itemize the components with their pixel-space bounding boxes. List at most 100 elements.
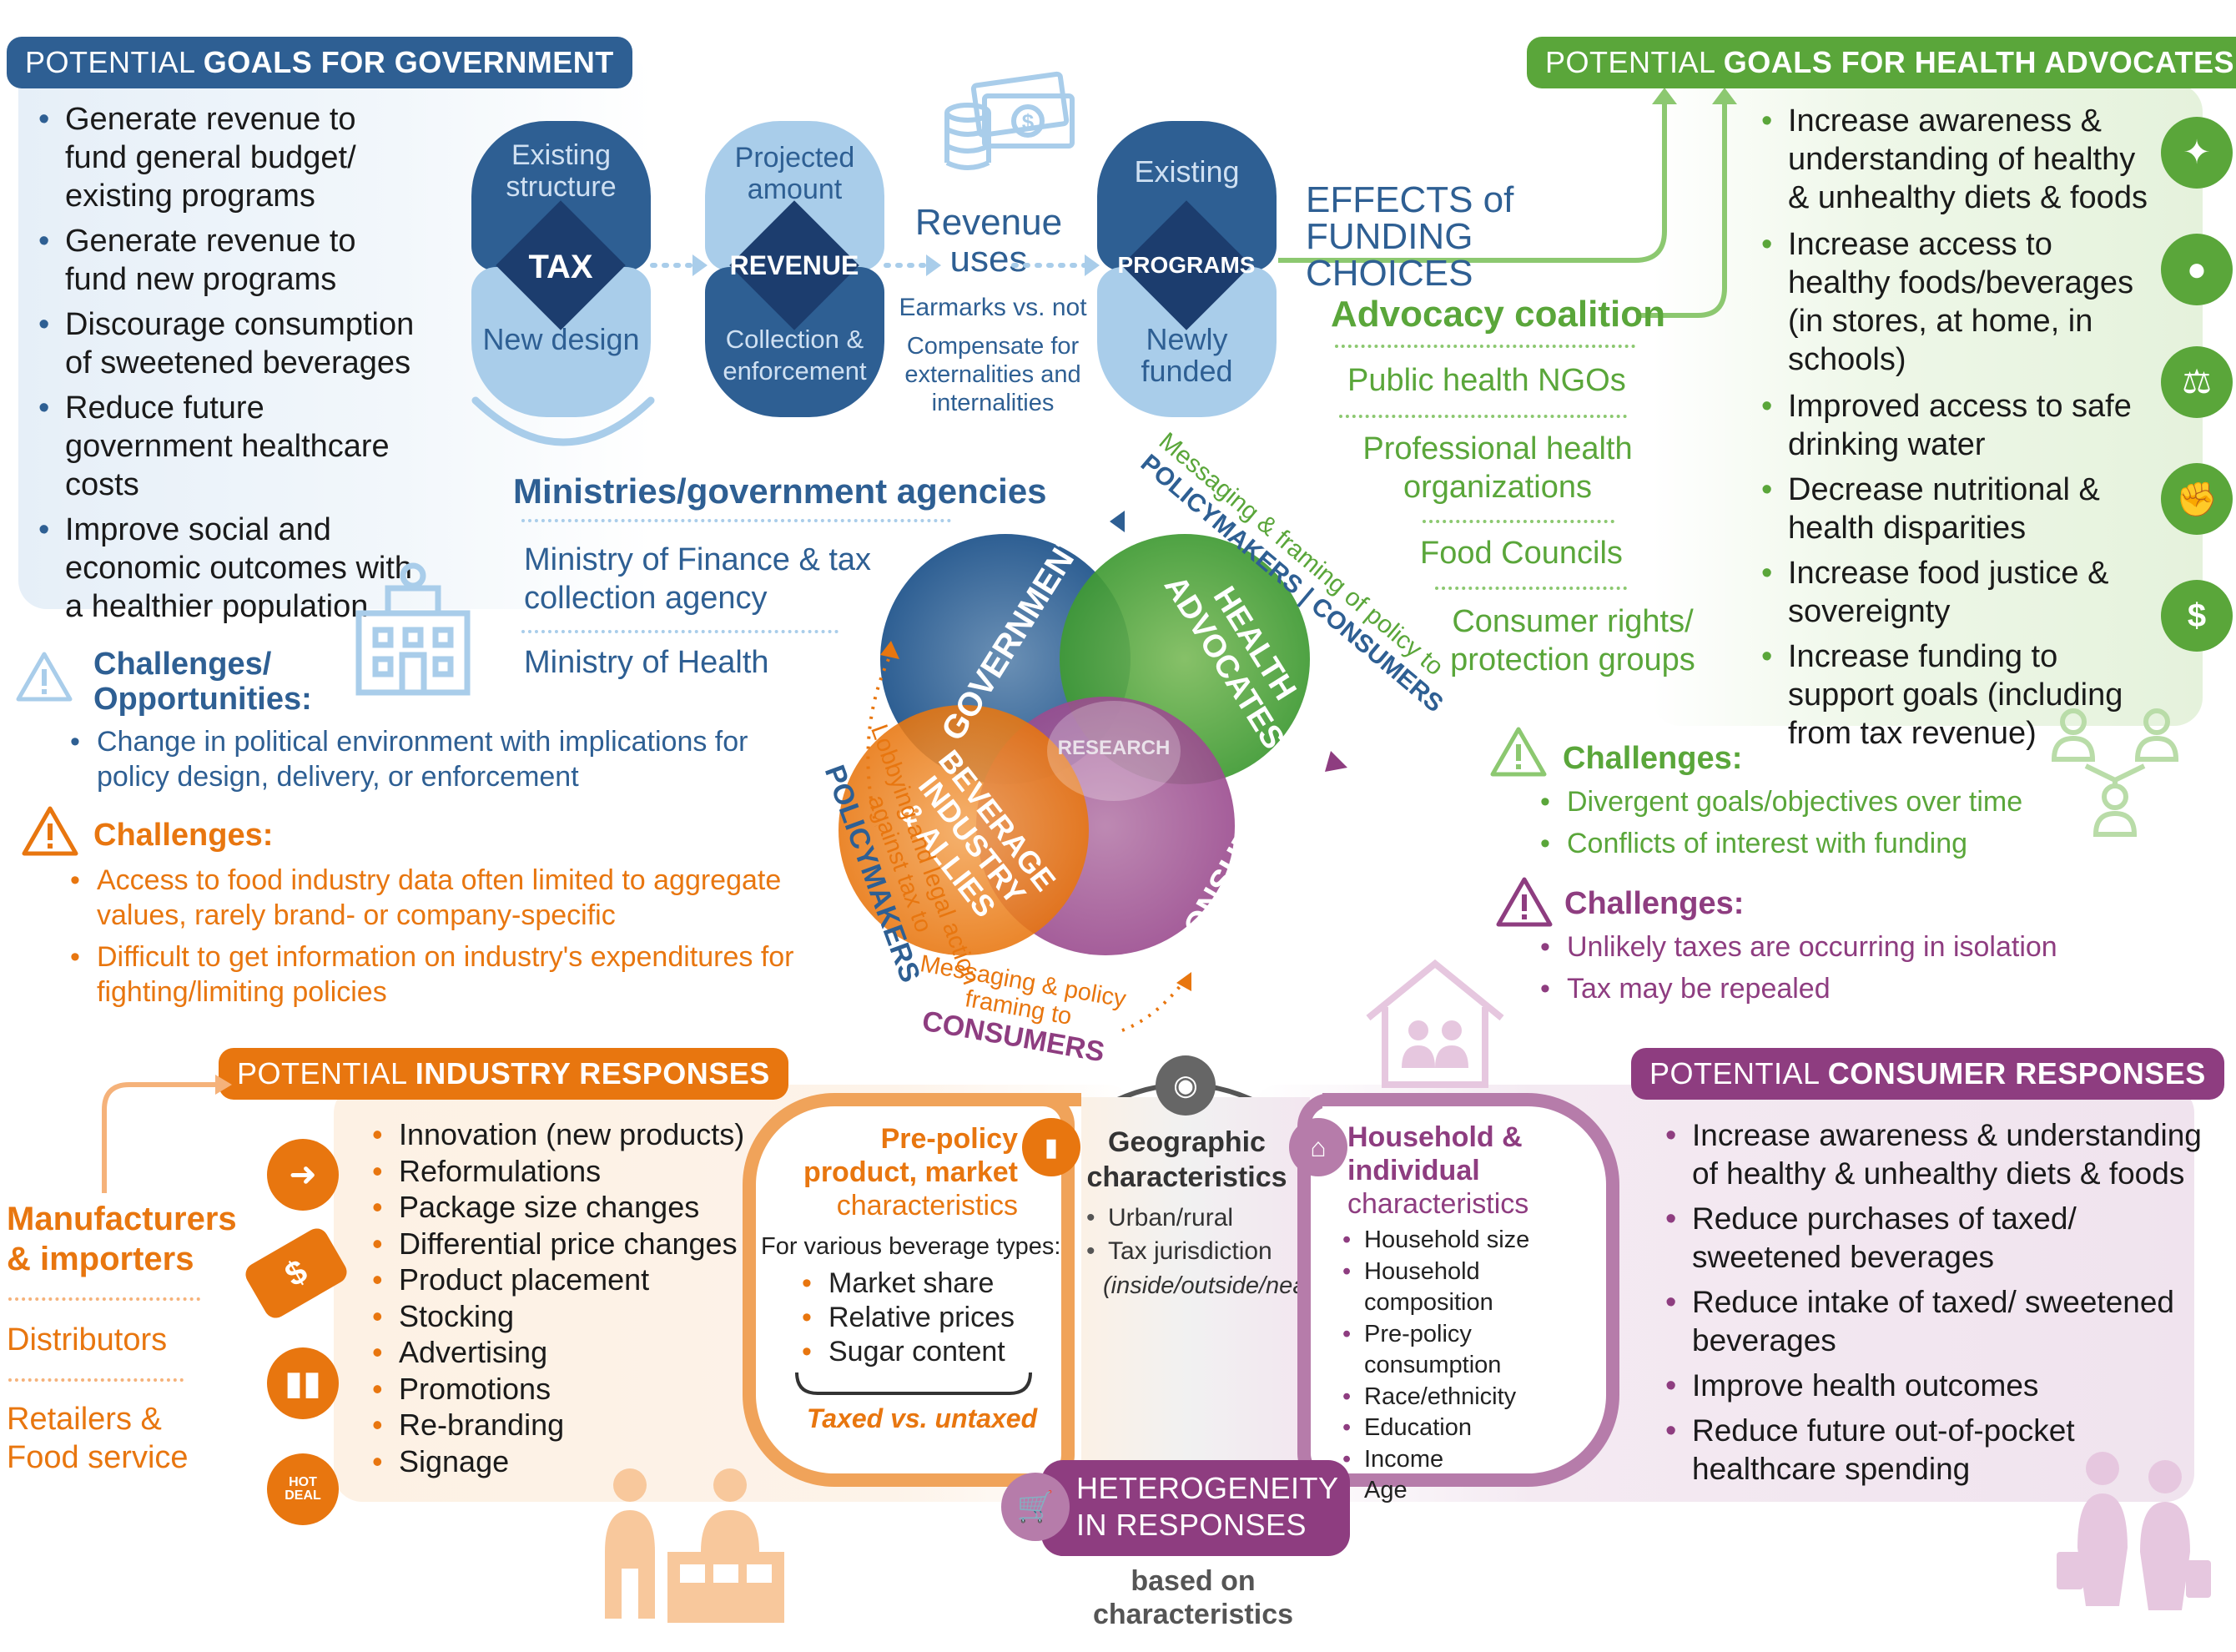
consumer-response-item: Reduce intake of taxed/ sweetened bevera…: [1660, 1283, 2203, 1360]
shop-people-icon: [605, 1468, 784, 1623]
gov-challenges-list: Change in political environment with imp…: [65, 724, 783, 801]
industry-response-item: Reformulations: [367, 1153, 751, 1190]
advocate-goal-item: Increase food justice & sovereignty: [1756, 554, 2157, 631]
coalition-divider: [1335, 345, 1635, 348]
geo-item: Urban/rural: [1085, 1201, 1318, 1235]
industry-responses-list: Innovation (new products) Reformulations…: [367, 1116, 751, 1479]
consumer-challenge-item: Tax may be repealed: [1535, 971, 2119, 1006]
gov-goal-item: Reduce future government healthcare cost…: [33, 389, 426, 504]
warning-icon: [16, 652, 73, 702]
industry-response-item: Stocking: [367, 1298, 751, 1335]
beverage-arrow-icon: ➜: [267, 1139, 339, 1211]
heterogeneity-title: HETEROGENEITY IN RESPONSES: [1076, 1471, 1338, 1542]
ministries-title: Ministries/government agencies: [513, 471, 1047, 511]
tax-top-label: Existing structure: [506, 139, 617, 203]
hot-deal-icon: HOT DEAL: [267, 1453, 339, 1525]
industry-response-item: Innovation (new products): [367, 1116, 751, 1153]
household-title: Household & individual characteristics: [1347, 1121, 1581, 1221]
advocate-goal-item: Increase funding to support goals (inclu…: [1756, 637, 2157, 753]
preproduct-item: Relative prices: [797, 1301, 1047, 1335]
utensils-icon: ✦: [2161, 117, 2233, 189]
industry-response-item: Product placement: [367, 1262, 751, 1298]
raised-fist-icon: ✊: [2161, 463, 2233, 535]
industry-response-item: Signage: [367, 1443, 751, 1480]
actor-retailers: Retailers & Food service: [7, 1402, 189, 1475]
ministry-finance: Ministry of Finance & tax collection age…: [524, 542, 872, 616]
coalition-divider: [1339, 415, 1627, 418]
government-building-icon: [355, 562, 471, 696]
gov-challenge-item: Change in political environment with imp…: [65, 724, 783, 794]
heterogeneity-sub: based on characteristics: [1092, 1565, 1294, 1630]
revenue-top-label: Projected amount: [734, 142, 855, 205]
bottle-icon: ▮: [1022, 1118, 1080, 1176]
coalition-item-ngo: Public health NGOs: [1347, 363, 1626, 398]
revenue-label: REVENUE: [729, 250, 859, 280]
preproduct-intro: For various beverage types:: [761, 1233, 1061, 1260]
house-family-icon: [1366, 959, 1504, 1088]
advocate-goal-item: Increase awareness & understanding of he…: [1756, 102, 2157, 217]
industry-response-item: Advertising: [367, 1334, 751, 1371]
actor-manufacturers: Manufacturers & importers: [7, 1201, 237, 1277]
gov-goals-list: Generate revenue to fund general budget/…: [33, 100, 426, 632]
venn-industry-circle: [838, 705, 1089, 955]
advocate-goals-header: POTENTIAL GOALS FOR HEALTH ADVOCATES: [1527, 37, 2236, 88]
consumer-response-item: Improve health outcomes: [1660, 1367, 2203, 1405]
bottles-icon: ▮▮: [267, 1347, 339, 1419]
venn-diagram: [838, 511, 1347, 1032]
taxed-untaxed-label: Taxed vs. untaxed: [806, 1403, 1038, 1433]
actor-divider: [8, 1297, 200, 1301]
preproduct-title-bold: Pre-policy product, market: [803, 1123, 1018, 1188]
map-pin-icon: ◉: [1156, 1055, 1216, 1116]
consumer-header: POTENTIAL CONSUMER RESPONSES: [1631, 1048, 2224, 1100]
consumer-challenge-item: Unlikely taxes are occurring in isolatio…: [1535, 929, 2119, 965]
household-item: Household composition: [1339, 1257, 1606, 1319]
advocate-challenge-item: Divergent goals/objectives over time: [1535, 784, 2119, 819]
industry-challenges-list: Access to food industry data often limit…: [65, 863, 799, 1016]
warning-icon: [1496, 877, 1553, 927]
geo-item: Tax jurisdiction: [1085, 1235, 1318, 1268]
ministries-divider: [521, 519, 951, 522]
tax-bracket: [471, 396, 655, 446]
coalition-item-food-councils: Food Councils: [1420, 536, 1623, 571]
programs-bottom-label: Newly funded: [1141, 322, 1233, 388]
household-item: Income: [1339, 1444, 1606, 1476]
gov-goal-item: Generate revenue to fund new programs: [33, 222, 426, 299]
consumer-responses-list: Increase awareness & understanding of he…: [1660, 1116, 2203, 1495]
consumer-challenges-title: Challenges:: [1564, 886, 1745, 921]
advocate-goal-item: Improved access to safe drinking water: [1756, 387, 2157, 464]
apple-icon: ●: [2161, 234, 2233, 305]
geo-title: Geographic characteristics: [1086, 1126, 1287, 1193]
industry-arrow: [102, 1075, 232, 1193]
hot-deal-label: HOT DEAL: [285, 1475, 321, 1503]
money-icon: $: [944, 71, 1075, 170]
shopping-cart-icon: 🛒: [1001, 1473, 1070, 1541]
programs-top-label: Existing: [1134, 154, 1240, 189]
ministry-health: Ministry of Health: [524, 645, 769, 680]
advocate-goal-item: Decrease nutritional & health disparitie…: [1756, 471, 2157, 547]
consumer-challenges-list: Unlikely taxes are occurring in isolatio…: [1535, 929, 2119, 1013]
advocate-goal-item: Increase access to healthy foods/beverag…: [1756, 225, 2157, 379]
gov-challenges-title: Challenges/ Opportunities:: [93, 647, 312, 717]
advocate-challenge-item: Conflicts of interest with funding: [1535, 826, 2119, 861]
household-item: Age: [1339, 1475, 1606, 1507]
venn-research-label: RESEARCH: [1057, 737, 1171, 759]
coalition-divider: [1423, 520, 1614, 523]
preproduct-title-rest: characteristics: [836, 1190, 1018, 1221]
preproduct-title: Pre-policy product, market characteristi…: [776, 1122, 1018, 1222]
coalition-item-professional: Professional health organizations: [1362, 431, 1633, 505]
actor-distributors: Distributors: [7, 1322, 168, 1357]
gov-goal-item: Discourage consumption of sweetened beve…: [33, 305, 426, 382]
household-title-rest: characteristics: [1347, 1188, 1529, 1220]
ministries-divider-2: [521, 630, 838, 633]
industry-response-item: Differential price changes: [367, 1226, 751, 1262]
household-item: Household size: [1339, 1225, 1606, 1257]
industry-response-item: Promotions: [367, 1371, 751, 1408]
gov-goal-item: Generate revenue to fund general budget/…: [33, 100, 426, 215]
coalition-divider: [1435, 587, 1627, 590]
actor-divider: [8, 1378, 184, 1382]
tax-label: TAX: [528, 249, 593, 285]
earmarks-label: Earmarks vs. not: [899, 294, 1087, 321]
household-item: Pre-policy consumption: [1339, 1319, 1606, 1382]
industry-challenge-item: Access to food industry data often limit…: [65, 863, 799, 933]
geo-box: [1064, 1097, 1310, 1468]
